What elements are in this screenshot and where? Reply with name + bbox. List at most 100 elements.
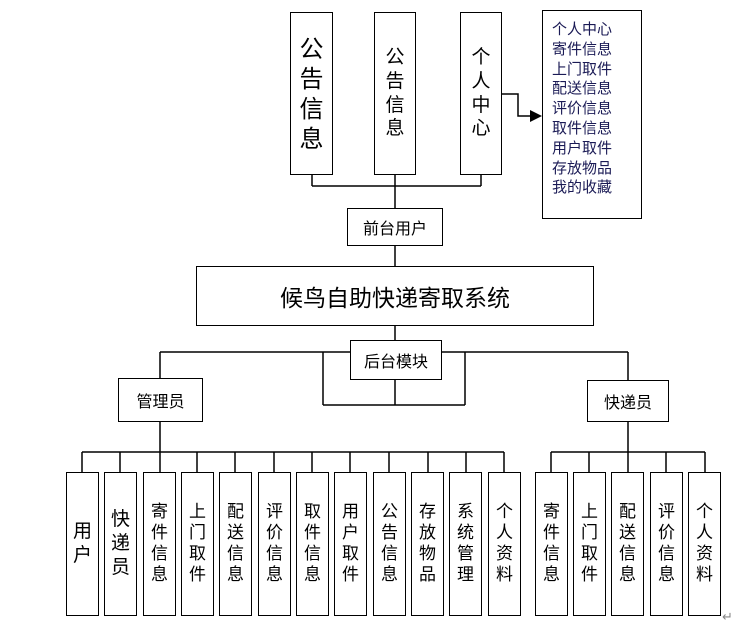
label-char: 上	[189, 501, 206, 522]
front-user-node: 前台用户	[347, 208, 443, 246]
label-char: 人	[496, 522, 513, 543]
admin-module-label: 用户	[73, 520, 92, 568]
label-char: 取	[304, 501, 321, 522]
label-char: 放	[419, 522, 436, 543]
label-char: 统	[457, 522, 474, 543]
label-char: 料	[696, 565, 713, 586]
admin-module-label: 系统管理	[457, 502, 474, 587]
label-char: 信	[151, 544, 168, 564]
label-char: 户	[72, 544, 92, 566]
label-char: 系	[457, 501, 474, 522]
label-char: 信	[304, 544, 321, 564]
label-char: 配	[227, 501, 244, 522]
courier-node: 快递员	[587, 380, 669, 422]
front-user-label: 前台用户	[362, 219, 427, 238]
courier-module: 上门取件	[573, 472, 606, 616]
label-char: 告	[385, 69, 405, 92]
label-char: 门	[189, 522, 206, 543]
label-char: 物	[419, 544, 436, 564]
courier-module: 个人资料	[688, 472, 721, 616]
label-char: 门	[581, 522, 598, 543]
label-char: 评	[658, 501, 675, 522]
label-char: 个	[496, 501, 513, 522]
admin-module: 个人资料	[488, 472, 521, 616]
label-char: 价	[266, 522, 283, 543]
label-char: 个	[696, 501, 713, 522]
system-title-node: 候鸟自助快递寄取系统	[196, 266, 594, 326]
admin-module-label: 评价信息	[266, 502, 283, 587]
label-char: 公	[299, 34, 324, 63]
label-char: 信	[658, 544, 675, 564]
label-char: 信	[266, 544, 283, 564]
label-char: 公	[385, 46, 405, 68]
label-char: 息	[299, 124, 324, 153]
label-char: 息	[658, 565, 675, 586]
courier-module-label: 评价信息	[658, 502, 675, 587]
list-item: 评价信息	[552, 99, 613, 118]
label-char: 息	[543, 565, 560, 586]
label-char: 配	[619, 501, 636, 522]
label-char: 送	[619, 522, 636, 543]
label-char: 息	[266, 565, 283, 586]
label-char: 寄	[151, 501, 168, 522]
label-char: 人	[471, 69, 491, 92]
admin-module-label: 快递员	[111, 508, 130, 579]
label-char: 信	[381, 544, 398, 564]
paragraph-return-mark: ↵	[722, 610, 733, 625]
label-char: 息	[619, 565, 636, 586]
label-char: 资	[496, 544, 513, 564]
label-char: 件	[151, 522, 168, 543]
front-module-personal-center: 个人中心	[460, 12, 502, 175]
label-char: 信	[299, 94, 324, 123]
label-char: 快	[110, 508, 130, 531]
list-item: 个人中心	[552, 20, 613, 38]
list-item: 配送信息	[552, 79, 613, 98]
list-item: 寄件信息	[552, 39, 613, 58]
courier-module-label: 寄件信息	[543, 502, 560, 587]
courier-module-label: 上门取件	[581, 502, 598, 587]
label-char: 存	[419, 501, 436, 522]
label-char: 息	[227, 565, 244, 586]
label-char: 件	[342, 565, 359, 586]
label-char: 用	[72, 520, 92, 543]
admin-module-label: 上门取件	[189, 502, 206, 587]
list-item: 存放物品	[552, 158, 613, 177]
backend-node: 后台模块	[350, 340, 442, 380]
courier-module: 配送信息	[611, 472, 644, 616]
admin-module: 存放物品	[411, 472, 444, 616]
label-char: 件	[543, 522, 560, 543]
admin-module: 快递员	[104, 472, 137, 616]
list-item: 取件信息	[552, 118, 613, 137]
label-char: 价	[658, 522, 675, 543]
label-char: 资	[696, 544, 713, 564]
label-char: 心	[471, 117, 491, 140]
admin-module: 公告信息	[373, 472, 406, 616]
admin-module-label: 存放物品	[419, 502, 436, 587]
label-char: 递	[110, 532, 130, 555]
label-char: 品	[419, 565, 436, 586]
label-char: 件	[304, 522, 321, 543]
admin-module-label: 公告信息	[381, 502, 398, 587]
admin-module: 取件信息	[296, 472, 329, 616]
admin-module-label: 个人资料	[496, 502, 513, 587]
admin-module-label: 寄件信息	[151, 502, 168, 587]
label-char: 件	[581, 565, 598, 586]
label-char: 户	[342, 522, 359, 543]
personal-center-list-box	[542, 10, 642, 219]
admin-module: 系统管理	[449, 472, 482, 616]
admin-module: 配送信息	[219, 472, 252, 616]
front-module-announcement-1: 公告信息	[290, 12, 333, 175]
front-module-announcement-2: 公告信息	[374, 12, 416, 175]
courier-module-label: 配送信息	[619, 502, 636, 587]
label-char: 人	[696, 522, 713, 543]
label-char: 息	[385, 117, 405, 140]
front-module-label: 公告信息	[300, 34, 324, 154]
label-char: 告	[299, 64, 324, 93]
courier-label: 快递员	[603, 393, 652, 412]
personal-center-list: 个人中心 寄件信息 上门取件 配送信息 评价信息 取件信息 用户取件 存放物品 …	[552, 20, 612, 198]
label-char: 中	[471, 93, 491, 116]
courier-module-label: 个人资料	[696, 502, 713, 587]
label-char: 个	[471, 46, 491, 68]
list-item: 上门取件	[552, 59, 613, 78]
